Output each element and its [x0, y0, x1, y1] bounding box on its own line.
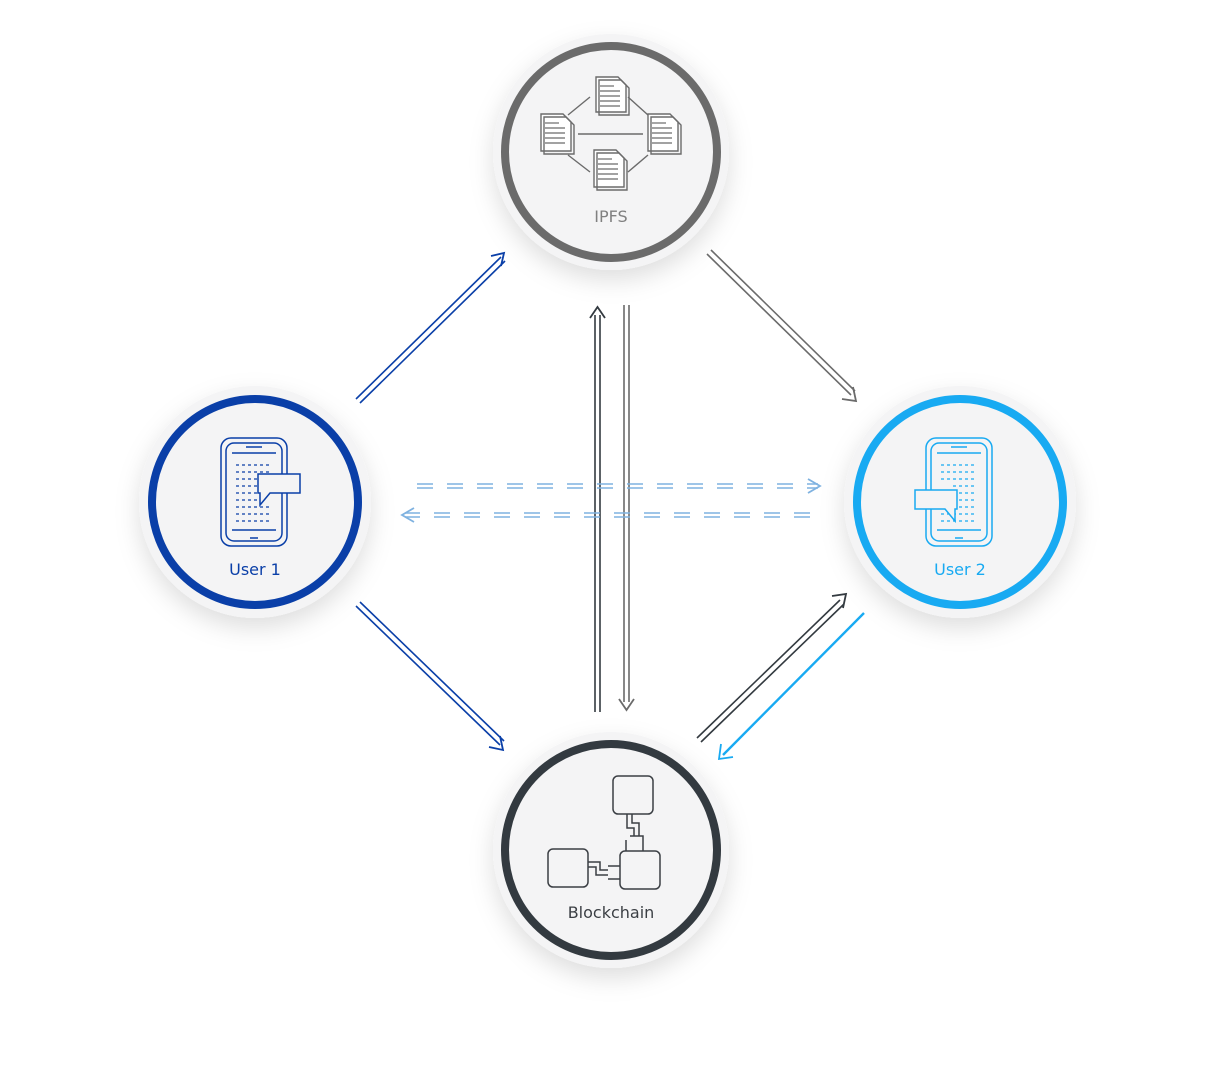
user2-node: User 2	[844, 386, 1076, 618]
blockchain-label: Blockchain	[568, 903, 655, 922]
arrow-user1-to-blockchain	[355, 601, 505, 752]
user1-node: User 1	[139, 386, 371, 618]
user1-label: User 1	[229, 560, 281, 579]
ipfs-node: IPFS	[493, 34, 729, 270]
ipfs-label: IPFS	[594, 207, 627, 226]
arrows	[355, 249, 865, 761]
dashed-arrow-user1-to-user2	[417, 478, 822, 494]
user2-label: User 2	[934, 560, 986, 579]
arrow-ipfs-to-user2	[706, 249, 858, 403]
arrow-user1-to-ipfs	[355, 251, 506, 404]
smartphone-chat-icon	[220, 437, 301, 547]
arrow-blockchain-to-user2	[696, 592, 848, 743]
blockchain-blocks-icon	[547, 775, 661, 890]
arrow-user2-to-blockchain	[717, 612, 865, 761]
arrow-ipfs-to-blockchain	[618, 305, 635, 712]
arrow-blockchain-to-ipfs	[589, 305, 606, 712]
dashed-arrow-user2-to-user1	[400, 507, 810, 523]
smartphone-chat-icon	[914, 437, 993, 547]
blockchain-ring	[501, 740, 721, 960]
blockchain-node: Blockchain	[493, 732, 729, 968]
document-network-icon	[540, 76, 682, 191]
